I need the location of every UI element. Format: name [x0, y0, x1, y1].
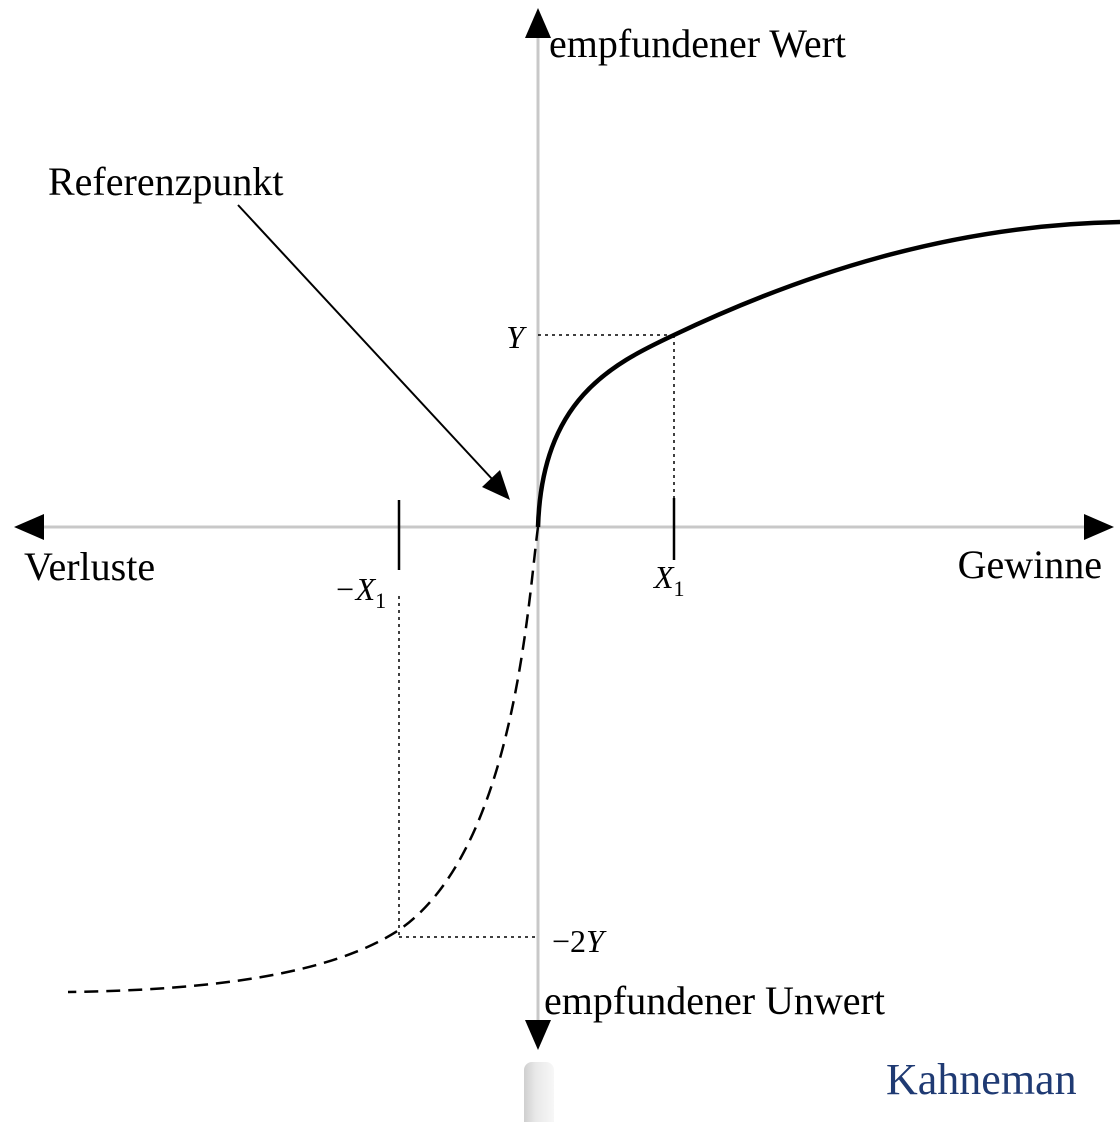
- tick-label-x1: X1: [652, 559, 685, 601]
- y-axis-top-arrowhead: [525, 8, 551, 38]
- x-axis-left-arrowhead: [14, 514, 44, 540]
- tick-label-minus-x1-sub: 1: [375, 588, 386, 613]
- reference-point-arrow-line: [237, 204, 494, 481]
- tick-label-x1-sub: 1: [674, 576, 685, 601]
- tick-label-x1-var: X: [652, 559, 675, 595]
- reference-point-arrowhead: [482, 470, 510, 500]
- y-axis-bottom-arrowhead: [525, 1020, 551, 1050]
- tick-label-minus-2y-prefix: −2: [552, 923, 586, 959]
- y-axis-bottom-label: empfundener Unwert: [544, 978, 885, 1023]
- tick-label-minus-x1-var: X: [354, 571, 377, 607]
- credit-label: Kahneman: [886, 1055, 1077, 1104]
- bottom-decorative-shape: [524, 1062, 554, 1122]
- x-axis-right-label: Gewinne: [958, 542, 1102, 587]
- x-axis-right-arrowhead: [1084, 514, 1114, 540]
- gains-curve: [535, 219, 1120, 528]
- tick-label-minus-x1: −X1: [334, 571, 386, 613]
- tick-label-minus-2y: −2Y: [552, 923, 607, 959]
- y-axis-top-label: empfundener Wert: [549, 21, 846, 66]
- x-axis-left-label: Verluste: [24, 544, 155, 589]
- losses-curve: [67, 526, 540, 994]
- reference-point-label: Referenzpunkt: [48, 159, 283, 204]
- tick-label-minus-2y-var: Y: [586, 923, 607, 959]
- tick-label-y: Y: [506, 319, 527, 355]
- tick-label-minus-x1-prefix: −: [334, 571, 356, 607]
